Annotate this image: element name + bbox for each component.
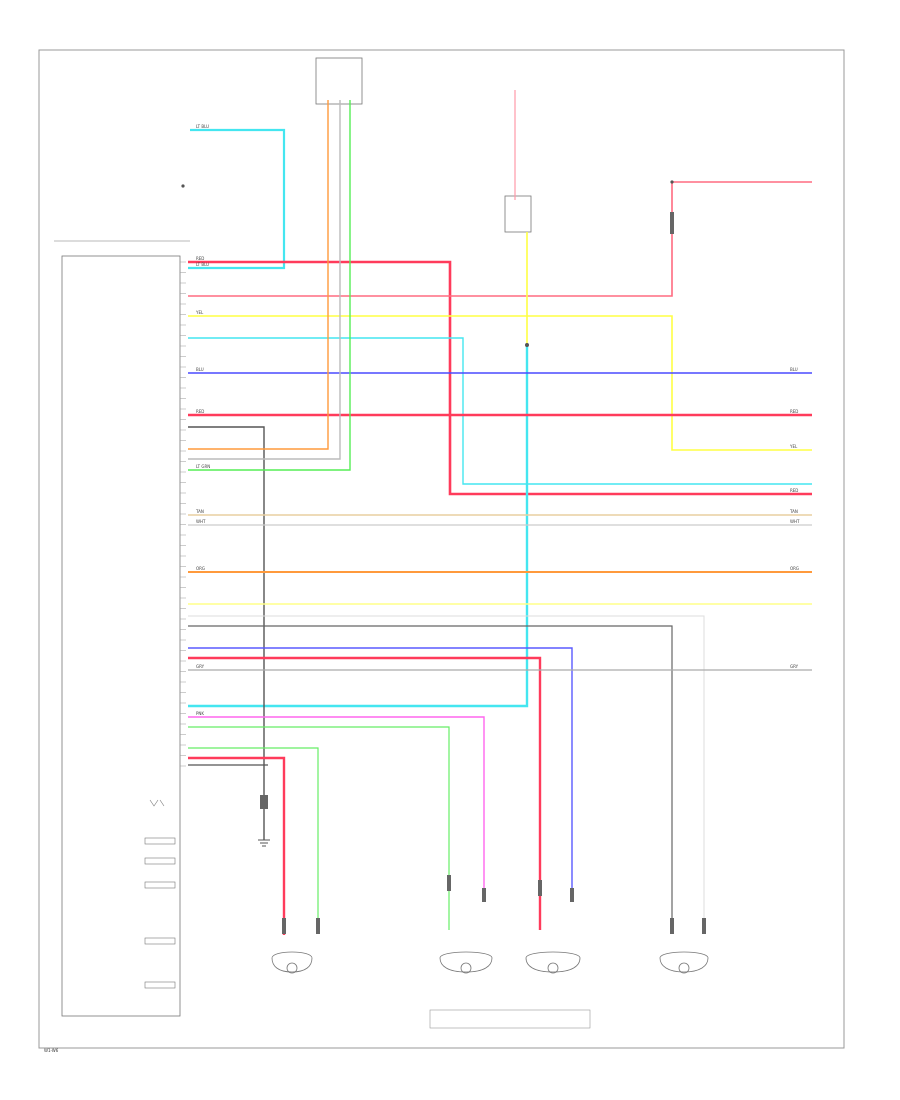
wire-grn-lf <box>188 747 319 930</box>
wire-red-power <box>188 90 812 297</box>
wire-lt-blu-top <box>188 128 286 270</box>
wire-blu-2 <box>188 647 573 895</box>
wire-code-label: BLU <box>196 367 204 372</box>
wire-code-label: TAN <box>789 509 798 514</box>
splice-dot <box>181 184 185 188</box>
sensor-right-rear <box>439 951 493 974</box>
wire-code-label: RED <box>790 409 798 414</box>
splice-dot <box>525 343 529 347</box>
wire-code-label: WHT <box>196 519 206 524</box>
wire-code-label: LT BLU <box>196 262 209 267</box>
sensor-left-rear <box>525 951 581 974</box>
wire-code-label: GRY <box>196 664 205 669</box>
wire-code-label: RED <box>196 256 204 261</box>
wire-ylw-1 <box>188 232 812 451</box>
ground-icon <box>258 839 270 847</box>
wire-red-top <box>188 260 812 496</box>
connector-marks <box>260 212 706 934</box>
sensor-right-front <box>659 951 709 974</box>
top-sensor-box <box>315 57 363 105</box>
sensor-left-front <box>271 951 313 974</box>
wire-wht-sensor <box>188 100 341 460</box>
wire-lt-grn-2 <box>188 726 450 930</box>
wire-code-label: GRY <box>790 664 799 669</box>
wire-code-label: ORG <box>196 566 205 571</box>
wire-lt-grn-sensor <box>188 100 351 471</box>
wire-code-label: WHT <box>790 519 800 524</box>
wire-blk-ground <box>188 426 268 840</box>
wire-code-label: TAN <box>195 509 204 514</box>
splice-dot <box>670 180 674 184</box>
control-module-box <box>61 255 181 1017</box>
rear-sensor-bracket <box>429 1009 591 1029</box>
wire-code-label: RED <box>196 409 204 414</box>
module-internal-switches <box>144 799 176 989</box>
wire-lt-blu-1 <box>188 337 812 485</box>
wire-gry-right <box>188 615 705 930</box>
module-pin-ticks <box>180 261 186 767</box>
footer-code: W1-W6 <box>44 1048 59 1053</box>
wire-pnk <box>188 716 485 895</box>
wire-code-label: BLU <box>790 367 798 372</box>
diagram-frame <box>38 49 845 1049</box>
wire-org-sensor <box>188 100 329 450</box>
wire-lt-blu-vert <box>188 345 529 708</box>
wire-code-label: LT GRN <box>196 464 210 469</box>
wire-code-label: YEL <box>195 310 204 315</box>
wire-code-label: RED <box>790 488 798 493</box>
wire-red-2 <box>188 656 542 930</box>
wire-red-lf <box>188 756 286 935</box>
switch-box <box>504 195 532 233</box>
wire-code-label: LT BLU <box>196 124 209 129</box>
wire-code-label: PNK <box>196 711 204 716</box>
wire-code-label: ORG <box>790 566 799 571</box>
wire-code-label: YEL <box>789 444 798 449</box>
